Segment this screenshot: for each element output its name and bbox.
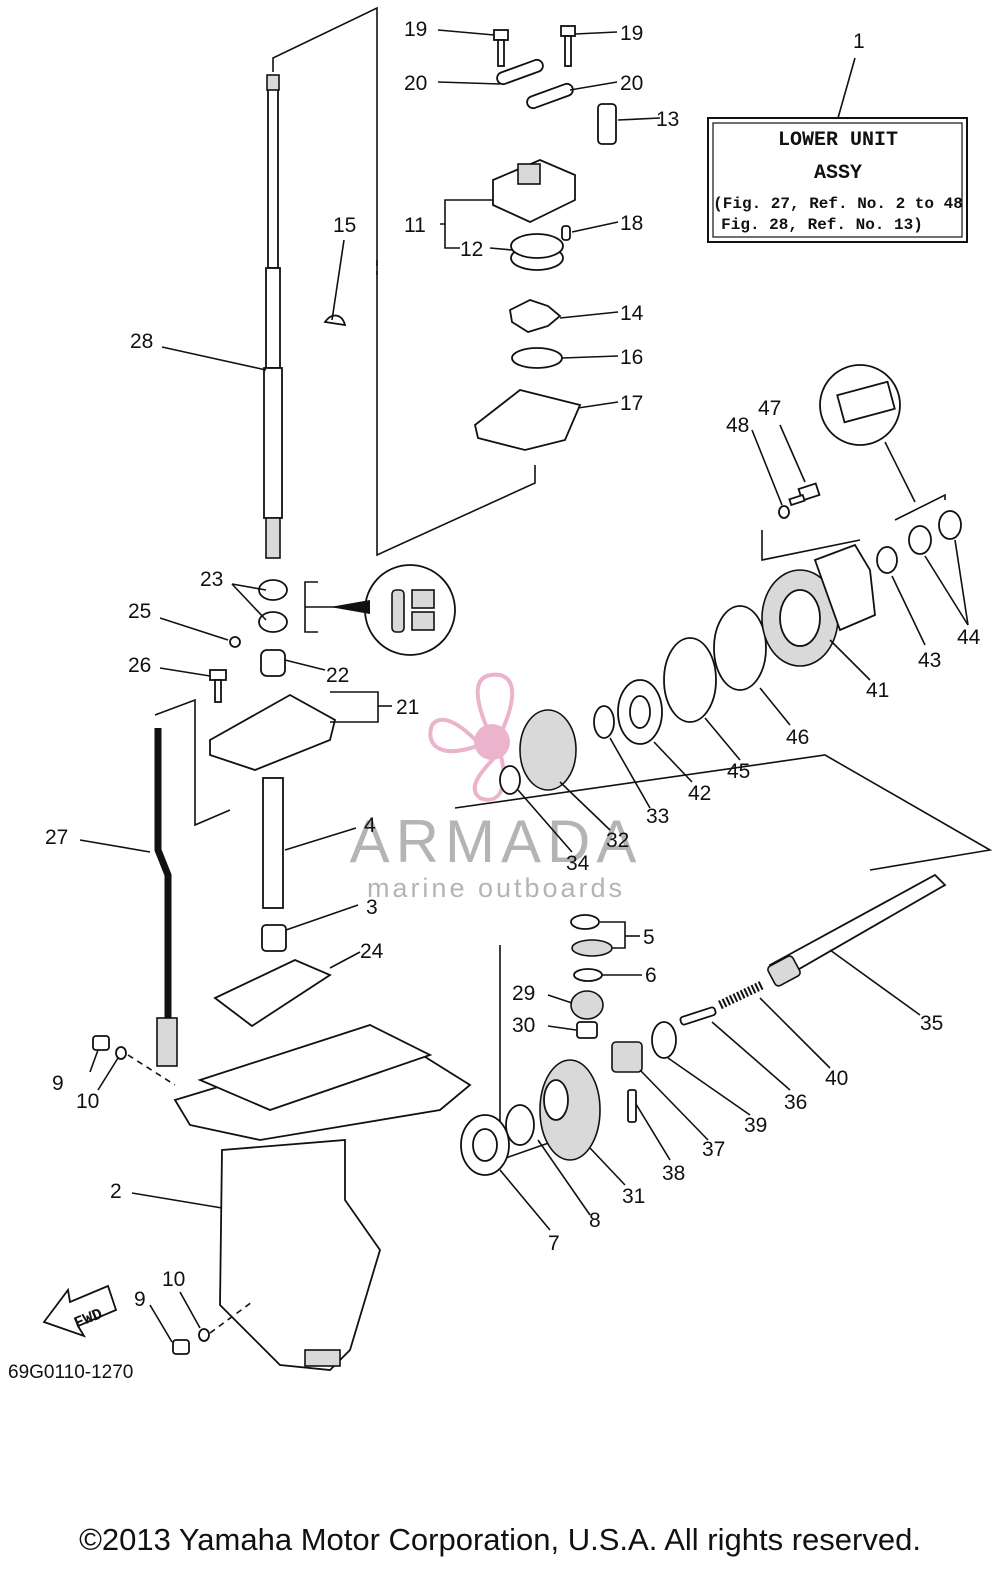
watermark-brand: ARMADA (350, 808, 643, 875)
callout-40: 40 (825, 1067, 848, 1090)
callout-28: 28 (130, 330, 153, 353)
callout-10: 10 (162, 1268, 185, 1291)
detail-insets (330, 364, 916, 656)
callout-20: 20 (404, 72, 427, 95)
callout-9: 9 (134, 1288, 146, 1311)
callout-19: 19 (620, 22, 643, 45)
callout-1: 1 (853, 30, 865, 53)
leader-lines (79, 29, 969, 1343)
diagram-code: 69G0110-1270 (8, 1362, 133, 1383)
callout-5: 5 (643, 926, 655, 949)
callout-36: 36 (784, 1091, 807, 1114)
assembly-info-box: LOWER UNIT ASSY (Fig. 27, Ref. No. 2 to … (707, 117, 968, 243)
forward-direction-arrow: FWD (42, 1284, 118, 1338)
callout-31: 31 (622, 1185, 645, 1208)
callout-39: 39 (744, 1114, 767, 1137)
callout-42: 42 (688, 782, 711, 805)
callout-14: 14 (620, 302, 644, 325)
callout-24: 24 (360, 940, 384, 963)
callout-7: 7 (548, 1232, 560, 1255)
callout-12: 12 (460, 238, 483, 261)
callout-17: 17 (620, 392, 643, 415)
callout-21: 21 (396, 696, 419, 719)
bearing-housing-parts (209, 579, 337, 1028)
callout-8: 8 (589, 1209, 601, 1232)
callout-46: 46 (786, 726, 809, 749)
callout-26: 26 (128, 654, 151, 677)
callout-34: 34 (566, 852, 590, 875)
callout-labels: 1 19 19 20 20 13 11 12 18 14 16 17 15 28… (45, 18, 981, 1311)
shift-rod (154, 728, 178, 1067)
callout-45: 45 (727, 760, 750, 783)
callout-15: 15 (333, 214, 356, 237)
callout-44: 44 (957, 626, 981, 649)
callout-27: 27 (45, 826, 68, 849)
assembly-reference-1: (Fig. 27, Ref. No. 2 to 48 (713, 195, 963, 213)
callout-35: 35 (920, 1012, 943, 1035)
callout-3: 3 (366, 896, 378, 919)
callout-18: 18 (620, 212, 643, 235)
callout-43: 43 (918, 649, 941, 672)
callout-47: 47 (758, 397, 781, 420)
callout-29: 29 (512, 982, 535, 1005)
callout-33: 33 (646, 805, 669, 828)
callout-37: 37 (702, 1138, 725, 1161)
callout-19: 19 (404, 18, 427, 41)
bearing-detail-inset (364, 564, 456, 656)
callout-10: 10 (76, 1090, 99, 1113)
exploded-parts-diagram: ARMADA marine outboards (8, 6, 993, 1383)
callout-4: 4 (364, 814, 376, 837)
armada-watermark: ARMADA marine outboards (350, 672, 643, 903)
gearcase-parts (460, 482, 962, 1176)
callout-30: 30 (512, 1014, 535, 1037)
callout-20: 20 (620, 72, 643, 95)
callout-9: 9 (52, 1072, 64, 1095)
pointer-arrow-icon (330, 600, 370, 614)
callout-23: 23 (200, 568, 223, 591)
callout-16: 16 (620, 346, 643, 369)
callout-2: 2 (110, 1180, 122, 1203)
callout-11: 11 (404, 214, 426, 237)
callout-38: 38 (662, 1162, 685, 1185)
copyright-notice: ©2013 Yamaha Motor Corporation, U.S.A. A… (79, 1522, 921, 1557)
callout-41: 41 (866, 679, 889, 702)
assembly-title: LOWER UNIT (778, 129, 898, 152)
assembly-subtitle: ASSY (814, 162, 862, 185)
water-pump-parts (323, 25, 617, 451)
callout-13: 13 (656, 108, 679, 131)
drive-shaft (263, 74, 283, 559)
callout-25: 25 (128, 600, 151, 623)
callout-48: 48 (726, 414, 749, 437)
callout-22: 22 (326, 664, 349, 687)
lower-case-fasteners (92, 1035, 253, 1355)
callout-6: 6 (645, 964, 657, 987)
assembly-reference-2: Fig. 28, Ref. No. 13) (721, 216, 923, 234)
callout-32: 32 (606, 829, 629, 852)
watermark-tagline: marine outboards (367, 873, 625, 903)
lower-case (173, 1024, 472, 1371)
